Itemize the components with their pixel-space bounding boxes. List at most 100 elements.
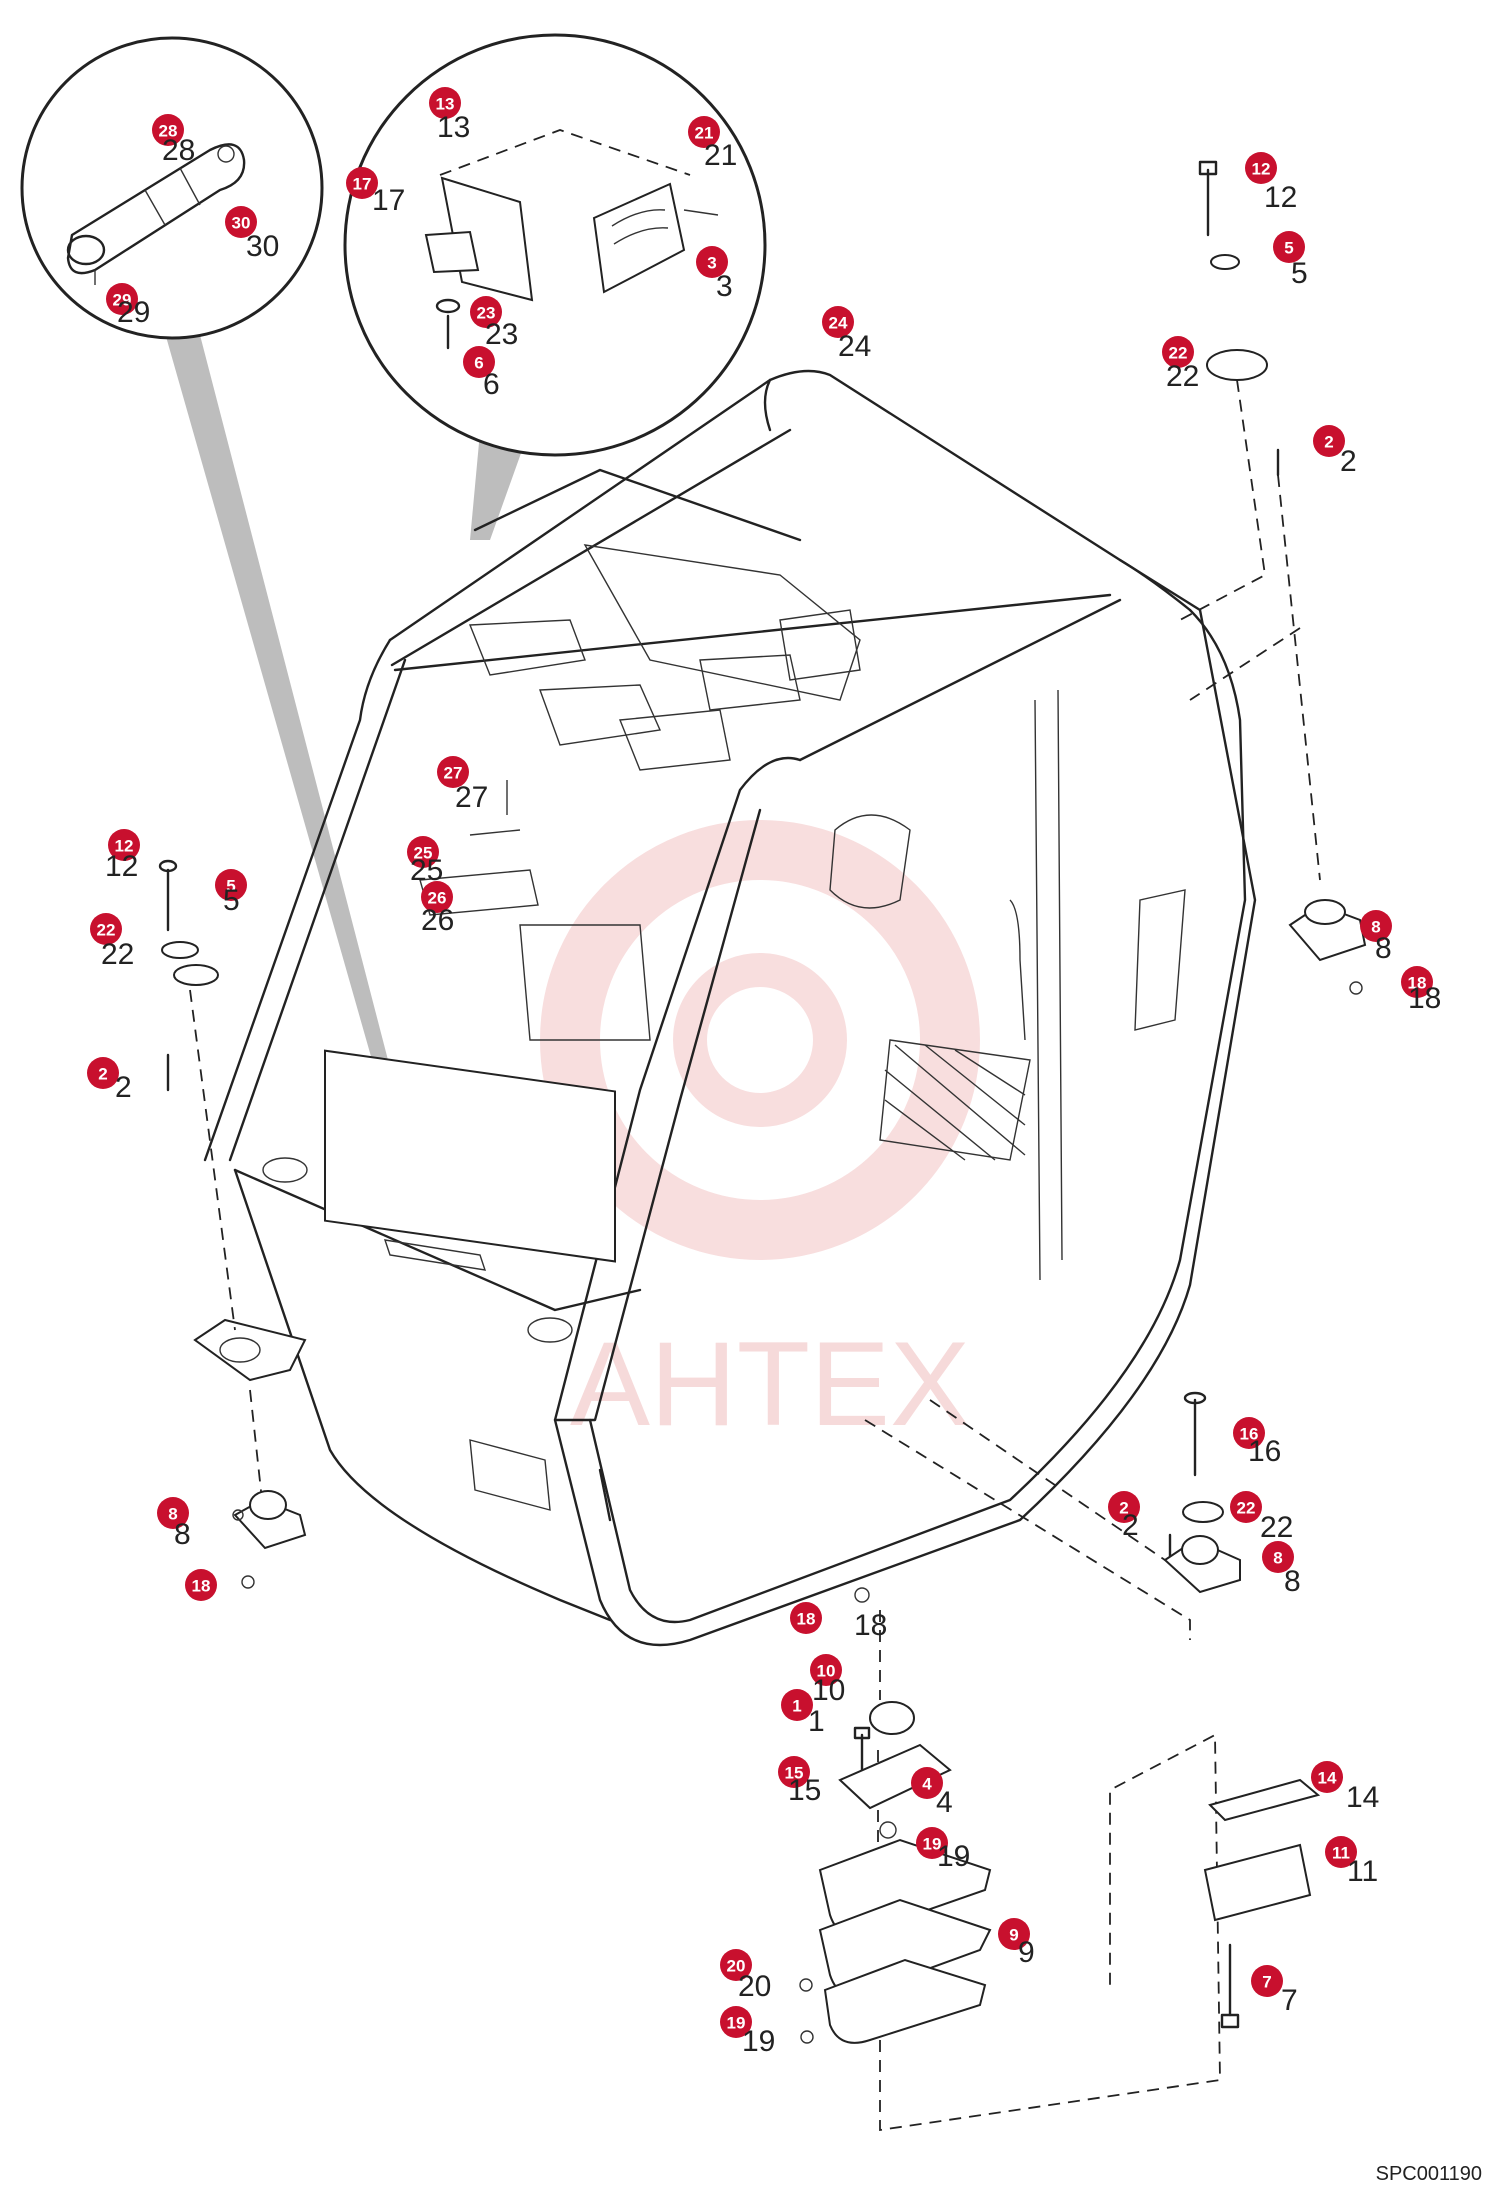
part-number-label: 19 [742,2025,775,2058]
callout-badge [437,756,469,788]
callout-badge [822,306,854,338]
watermark-text: AHTEX [570,1317,970,1451]
part-number-label: 20 [738,1970,771,2003]
callout-22: 22 [1230,1491,1262,1523]
watermark: AHTEX [540,820,980,1451]
callout-22: 22 [90,913,122,945]
callout-21: 21 [688,116,720,148]
callout-3: 3 [696,246,728,278]
part-number-label: 30 [246,230,279,263]
callout-12: 12 [1245,152,1277,184]
callout-badge [470,296,502,328]
callout-badge [157,1497,189,1529]
callout-badge [911,1767,943,1799]
callout-badge [1360,910,1392,942]
callout-number: 22 [1169,344,1188,363]
callout-number: 24 [829,314,848,333]
part-number-label: 19 [937,1840,970,1873]
callout-24: 24 [822,306,854,338]
callout-badge [152,114,184,146]
part-number-label: 4 [936,1786,953,1819]
callout-number: 26 [428,889,447,908]
label-layer: 2830291317213236241252222725261252228181… [101,111,1441,2058]
callout-2: 2 [1313,425,1345,457]
part-number-label: 14 [1346,1781,1379,1814]
callout-6: 6 [463,346,495,378]
callout-badge [781,1689,813,1721]
callout-badge [106,283,138,315]
callout-27: 27 [437,756,469,788]
part-number-label: 8 [174,1518,191,1551]
callout-number: 2 [98,1065,107,1084]
callout-badge [108,829,140,861]
part-number-label: 16 [1248,1435,1281,1468]
callout-23: 23 [470,296,502,328]
callout-13: 13 [429,87,461,119]
callout-30: 30 [225,206,257,238]
part-number-label: 21 [704,139,737,172]
callout-8: 8 [1360,910,1392,942]
mount-front-right [864,1391,1241,1640]
callout-badge [225,206,257,238]
callout-badge [1251,1965,1283,1997]
callout-number: 9 [1009,1926,1018,1945]
part-number-label: 10 [812,1674,845,1707]
callout-9: 9 [998,1918,1030,1950]
detail-beam-left [165,333,388,1060]
callout-number: 22 [1237,1499,1256,1518]
callout-1: 1 [781,1689,813,1721]
callout-number: 11 [1332,1844,1350,1863]
part-number-label: 2 [1340,445,1357,478]
callout-22: 22 [1162,336,1194,368]
watermark-gear-hub [673,953,847,1127]
callout-badge [720,1949,752,1981]
part-number-label: 27 [455,781,488,814]
callout-badge [1233,1417,1265,1449]
part-number-label: 12 [105,850,138,883]
callout-10: 10 [810,1654,842,1686]
part-number-label: 8 [1284,1565,1301,1598]
callout-number: 10 [817,1662,836,1681]
callout-badge [429,87,461,119]
callout-16: 16 [1233,1417,1265,1449]
callout-badge [720,2006,752,2038]
callout-badge [1325,1836,1357,1868]
part-number-label: 7 [1281,1984,1298,2017]
callout-number: 27 [444,764,463,783]
callout-badge [1313,425,1345,457]
callout-number: 19 [727,2014,746,2033]
callout-badge [1245,152,1277,184]
callout-badge [1108,1491,1140,1523]
part-number-label: 18 [854,1609,887,1642]
callout-5: 5 [1273,231,1305,263]
part-number-label: 25 [410,854,443,887]
callout-number: 7 [1262,1973,1271,1992]
callout-badge [1311,1761,1343,1793]
callout-number: 22 [97,921,116,940]
callout-badge [1401,966,1433,998]
callout-badge [87,1057,119,1089]
callout-2: 2 [87,1057,119,1089]
callout-4: 4 [911,1767,943,1799]
detail-circle-plate [343,33,767,457]
callout-2: 2 [1108,1491,1140,1523]
callout-29: 29 [106,283,138,315]
callout-number: 18 [1408,974,1427,993]
part-number-label: 13 [437,111,470,144]
detail-beam-right [470,432,525,540]
part-number-label: 2 [115,1071,132,1104]
callout-19: 19 [720,2006,752,2038]
part-number-label: 5 [223,884,240,917]
callout-number: 20 [727,1957,746,1976]
callout-19: 19 [916,1827,948,1859]
callout-20: 20 [720,1949,752,1981]
part-number-label: 3 [716,270,733,303]
callout-number: 18 [192,1577,211,1596]
callout-badge [215,869,247,901]
callout-badge [421,881,453,913]
part-number-label: 8 [1375,932,1392,965]
callout-18: 18 [790,1602,822,1634]
callout-17: 17 [346,167,378,199]
callout-12: 12 [108,829,140,861]
